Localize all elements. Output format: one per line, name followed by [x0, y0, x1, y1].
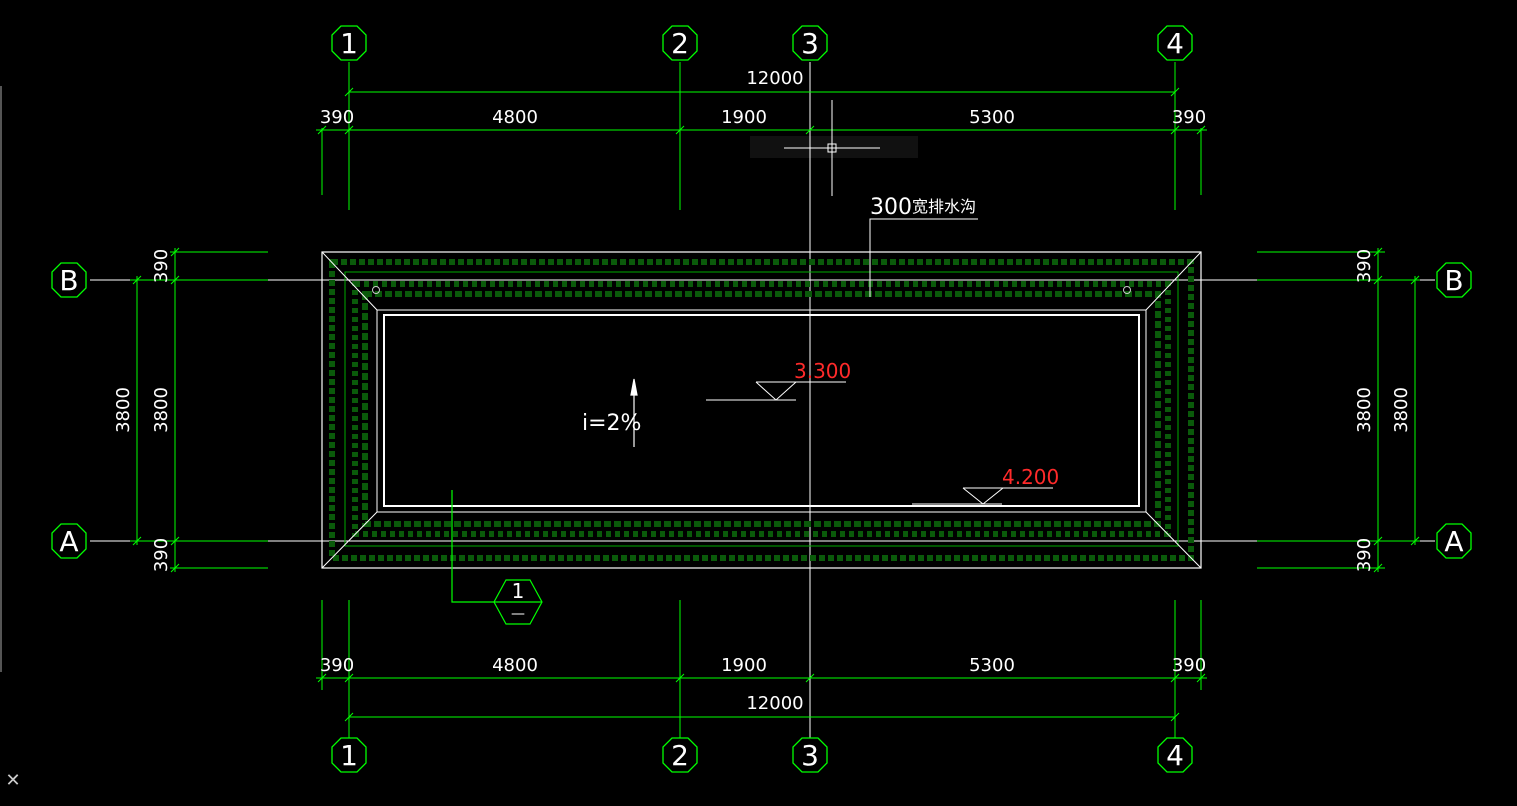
- left-dimension-chain: [130, 247, 268, 573]
- downpipe-left: [372, 286, 380, 294]
- dim-bottom-seg-4: 5300: [969, 655, 1015, 676]
- slope-label: i=2%: [582, 411, 641, 436]
- dim-left-outer: 3800: [113, 387, 134, 433]
- grid-label-top-2: 2: [671, 27, 689, 60]
- viewport-left-edge: [0, 86, 2, 672]
- grid-label-right-A: A: [1444, 525, 1463, 558]
- elevation-marker-1-icon: [706, 381, 846, 401]
- crosshair-tooltip-bar: [750, 136, 918, 158]
- grid-label-bottom-4: 4: [1166, 739, 1184, 772]
- dim-top-seg-2: 4800: [492, 107, 538, 128]
- dim-top-seg-5: 390: [1172, 107, 1206, 128]
- bottom-dimension-chain: [316, 673, 1207, 722]
- elevation-marker-2-icon: [912, 487, 1053, 505]
- drain-band: [344, 271, 1179, 547]
- dim-bottom-seg-2: 4800: [492, 655, 538, 676]
- elevation-label-1: 3.300: [794, 359, 851, 383]
- grid-label-bottom-2: 2: [671, 739, 689, 772]
- detail-callout-icon: [451, 490, 543, 625]
- roof-outline: [321, 251, 1202, 569]
- slope-arrow-icon: [630, 378, 638, 447]
- elevation-label-2: 4.200: [1002, 465, 1059, 489]
- right-dimension-chain: [1257, 247, 1420, 573]
- dim-top-seg-3: 1900: [721, 107, 767, 128]
- dim-bottom-seg-5: 390: [1172, 655, 1206, 676]
- drain-type-label: 宽排水沟: [912, 197, 976, 216]
- dim-bottom-total: 12000: [746, 693, 803, 714]
- dim-bottom-seg-1: 390: [320, 655, 354, 676]
- detail-callout-sheet: —: [511, 606, 525, 622]
- grid-bubbles-bottom: [331, 737, 1193, 773]
- grid-bubbles-side: [51, 262, 1472, 559]
- grid-horizontal-lines: [90, 279, 1435, 542]
- dim-bottom-seg-3: 1900: [721, 655, 767, 676]
- dim-right-top-small: 390: [1354, 249, 1375, 283]
- grid-label-right-B: B: [1444, 264, 1463, 297]
- dim-left-top-small: 390: [151, 249, 172, 283]
- drain-leader: [869, 218, 978, 297]
- grid-label-top-3: 3: [801, 27, 819, 60]
- dim-top-seg-4: 5300: [969, 107, 1015, 128]
- detail-callout-number: 1: [512, 579, 525, 603]
- grid-extension-lines: [321, 62, 1202, 738]
- dim-right-inner: 3800: [1354, 387, 1375, 433]
- crosshair-cursor-icon: [784, 100, 880, 196]
- dim-top-total: 12000: [746, 68, 803, 89]
- close-icon[interactable]: ✕: [5, 770, 21, 791]
- dim-right-bottom-small: 390: [1354, 538, 1375, 572]
- grid-label-left-B: B: [59, 264, 78, 297]
- dim-left-inner: 3800: [151, 387, 172, 433]
- grid-label-top-4: 4: [1166, 27, 1184, 60]
- dim-left-bottom-small: 390: [151, 538, 172, 572]
- roof-slab-outer: [376, 309, 1147, 513]
- downpipe-right: [1123, 286, 1131, 294]
- roof-slab-inner: [383, 314, 1140, 507]
- grid-label-bottom-1: 1: [340, 739, 358, 772]
- grid-label-bottom-3: 3: [801, 739, 819, 772]
- grid-label-left-A: A: [59, 525, 78, 558]
- drain-width-label: 300: [870, 195, 912, 220]
- grid-label-top-1: 1: [340, 27, 358, 60]
- grid-bubbles-top: [331, 25, 1193, 61]
- dim-top-seg-1: 390: [320, 107, 354, 128]
- roof-outer-edge: [321, 251, 1202, 569]
- dim-right-outer: 3800: [1391, 387, 1412, 433]
- top-dimension-chain: [316, 87, 1207, 135]
